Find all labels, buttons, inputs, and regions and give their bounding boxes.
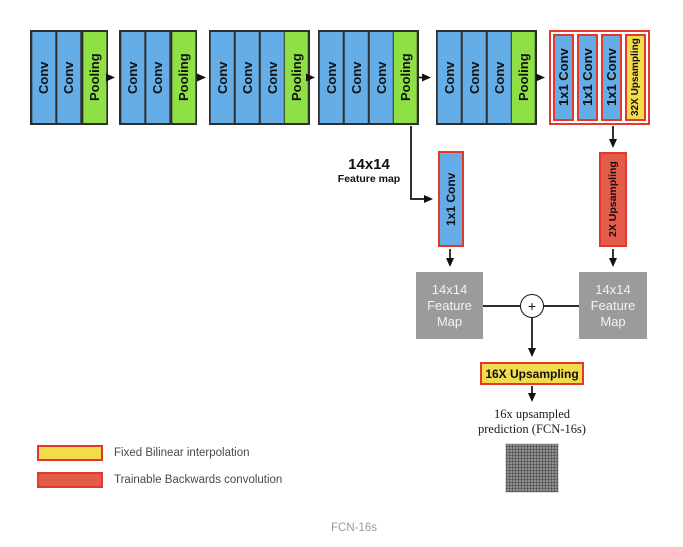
conv-layer: Conv	[235, 32, 259, 123]
conv-block-4: Conv Conv Conv Pooling	[318, 30, 419, 125]
annotation-size-label: 14x14	[348, 156, 390, 173]
conv-block-5: Conv Conv Conv Pooling	[436, 30, 537, 125]
pooling-layer: Pooling	[394, 32, 417, 123]
conv-layer: Conv	[32, 32, 56, 123]
conv-block-3: Conv Conv Conv Pooling	[209, 30, 310, 125]
feature-map-box-left: 14x14 Feature Map	[416, 272, 483, 339]
feature-map-line: Map	[436, 313, 463, 329]
prediction-caption-line: prediction (FCN-16s)	[478, 421, 586, 436]
upsampling-16x-box: 16X Upsampling	[480, 362, 584, 385]
legend-swatch-red	[37, 472, 103, 488]
legend-label: Trainable Backwards convolution	[114, 474, 283, 486]
pooling-layer: Pooling	[171, 32, 195, 123]
feature-map-line: Map	[600, 313, 626, 329]
conv-layer: Conv	[260, 32, 284, 123]
elementwise-sum-node: +	[520, 294, 544, 318]
head-block: 1x1 Conv 1x1 Conv 1x1 Conv 32X Upsamplin…	[549, 30, 650, 125]
conv-layer: Conv	[146, 32, 170, 123]
conv-layer: Conv	[344, 32, 368, 123]
conv-layer: Conv	[121, 32, 145, 123]
conv1x1-layer: 1x1 Conv	[553, 34, 574, 121]
diagram-title: FCN-16s	[330, 522, 377, 534]
skip-feature-map-annotation: 14x14 Feature map	[330, 156, 408, 185]
pooling-layer: Pooling	[82, 32, 106, 123]
legend-item-backwards-conv: Trainable Backwards convolution	[37, 472, 282, 488]
feature-map-line: 14x14	[431, 281, 468, 297]
prediction-caption-line: 16x upsampled	[493, 407, 571, 421]
conv-block-1: Conv Conv Pooling	[30, 30, 108, 125]
conv1x1-layer: 1x1 Conv	[577, 34, 598, 121]
conv-layer: Conv	[320, 32, 343, 123]
pooling-layer: Pooling	[512, 32, 535, 123]
skip-conv1x1-box: 1x1 Conv	[438, 151, 464, 247]
feature-map-box-right: 14x14 Feature Map	[579, 272, 647, 339]
conv1x1-layer: 1x1 Conv	[601, 34, 622, 121]
feature-map-line: Feature	[590, 297, 636, 313]
annotation-text-label: Feature map	[337, 173, 401, 185]
prediction-grid-image	[505, 443, 559, 493]
legend-item-bilinear: Fixed Bilinear interpolation	[37, 445, 250, 461]
upsampling-32x-layer: 32X Upsampling	[625, 34, 646, 121]
conv-layer: Conv	[438, 32, 461, 123]
feature-map-line: Feature	[427, 297, 472, 313]
arrow-skip-elbow	[410, 126, 433, 203]
prediction-caption: 16x upsampled prediction (FCN-16s)	[452, 407, 612, 436]
upsampling-2x-box: 2X Upsampling	[599, 152, 627, 247]
conv-block-2: Conv Conv Pooling	[119, 30, 197, 125]
legend-swatch-yellow	[37, 445, 103, 461]
feature-map-line: 14x14	[595, 281, 631, 297]
pooling-layer: Pooling	[285, 32, 308, 123]
legend-label: Fixed Bilinear interpolation	[114, 447, 250, 459]
conv-layer: Conv	[487, 32, 511, 123]
conv-layer: Conv	[462, 32, 486, 123]
conv-layer: Conv	[57, 32, 81, 123]
conv-layer: Conv	[369, 32, 393, 123]
conv-layer: Conv	[211, 32, 234, 123]
